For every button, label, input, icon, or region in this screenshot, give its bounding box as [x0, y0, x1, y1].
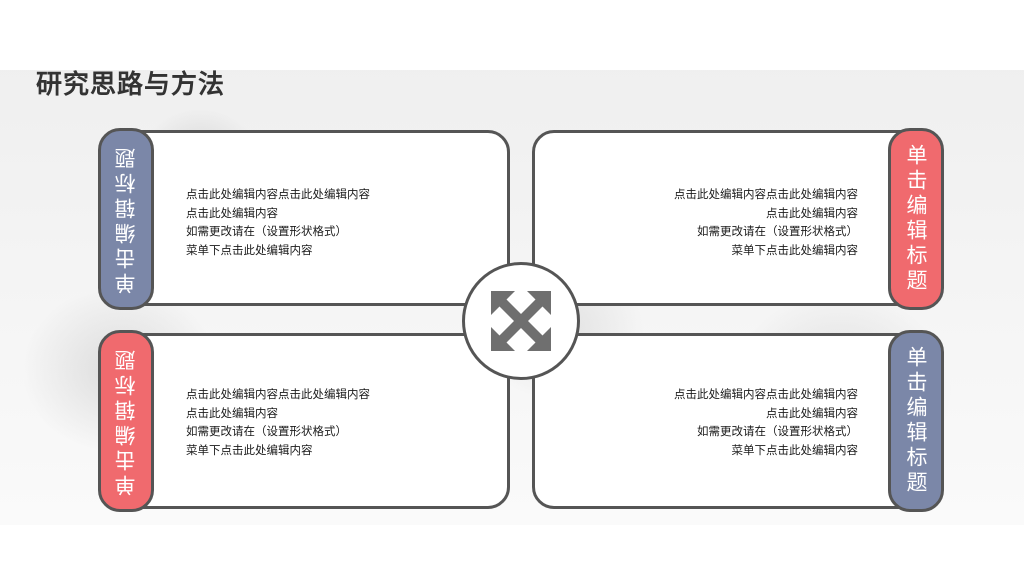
content-card-top-right[interactable] [532, 130, 938, 306]
content-card-bottom-right[interactable] [532, 333, 938, 509]
body-line: 菜单下点击此处编辑内容 [731, 242, 859, 257]
title-tab-bottom-right[interactable]: 单击编辑标题 [888, 330, 944, 512]
content-card-bottom-left[interactable] [104, 333, 510, 509]
tab-label: 单击编辑标题 [114, 144, 138, 294]
body-line: 如需更改请在（设置形状格式） [697, 224, 858, 238]
body-line: 点击此处编辑内容点击此处编辑内容 [674, 387, 858, 401]
title-tab-bottom-left[interactable]: 单击编辑标题 [98, 330, 154, 512]
card-body-bottom-right[interactable]: 点击此处编辑内容点击此处编辑内容 点击此处编辑内容 如需更改请在（设置形状格式）… [674, 385, 858, 459]
body-line: 点击此处编辑内容 [186, 405, 278, 420]
body-line: 菜单下点击此处编辑内容 [186, 442, 313, 457]
card-body-top-left[interactable]: 点击此处编辑内容点击此处编辑内容 点击此处编辑内容 如需更改请在（设置形状格式）… [186, 185, 370, 259]
body-line: 点击此处编辑内容点击此处编辑内容 [674, 187, 858, 201]
card-body-bottom-left[interactable]: 点击此处编辑内容点击此处编辑内容 点击此处编辑内容 如需更改请在（设置形状格式）… [186, 385, 370, 459]
body-line: 如需更改请在（设置形状格式） [697, 424, 858, 438]
body-line: 点击此处编辑内容 [766, 405, 858, 420]
body-line: 点击此处编辑内容点击此处编辑内容 [186, 387, 370, 401]
body-line: 如需更改请在（设置形状格式） [186, 224, 347, 238]
body-line: 点击此处编辑内容 [766, 205, 858, 220]
body-line: 如需更改请在（设置形状格式） [186, 424, 347, 438]
arrows-out-icon [491, 291, 551, 351]
tab-label: 单击编辑标题 [904, 144, 928, 294]
card-body-top-right[interactable]: 点击此处编辑内容点击此处编辑内容 点击此处编辑内容 如需更改请在（设置形状格式）… [674, 185, 858, 259]
body-line: 点击此处编辑内容点击此处编辑内容 [186, 187, 370, 201]
body-line: 菜单下点击此处编辑内容 [731, 442, 859, 457]
page-title: 研究思路与方法 [36, 70, 226, 100]
body-line: 点击此处编辑内容 [186, 205, 278, 220]
tab-label: 单击编辑标题 [904, 346, 928, 496]
body-line: 菜单下点击此处编辑内容 [186, 242, 313, 257]
title-tab-top-left[interactable]: 单击编辑标题 [98, 128, 154, 310]
title-tab-top-right[interactable]: 单击编辑标题 [888, 128, 944, 310]
tab-label: 单击编辑标题 [114, 346, 138, 496]
center-hub [462, 262, 580, 380]
content-card-top-left[interactable] [104, 130, 510, 306]
